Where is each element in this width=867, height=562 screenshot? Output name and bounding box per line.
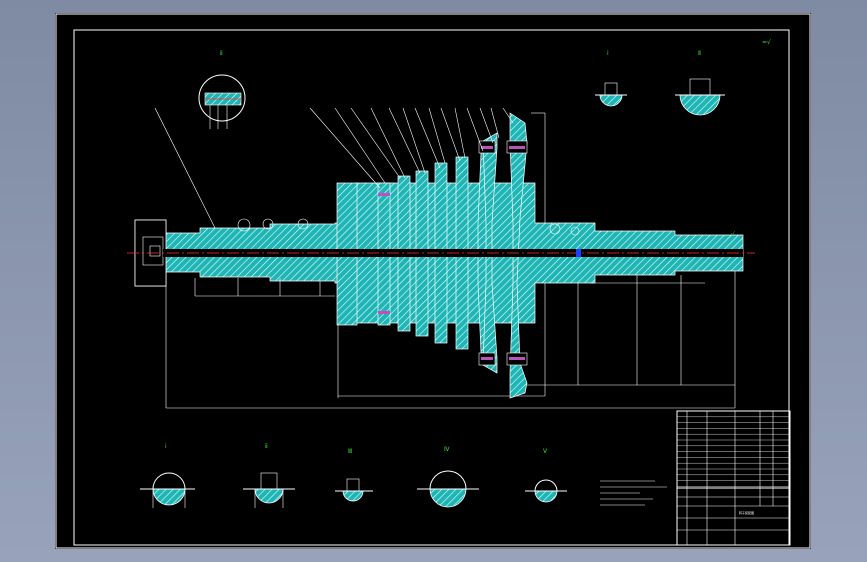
detail-view-top-right-b: Ⅱ: [675, 50, 725, 116]
detail-view-top-right-a: ⅰ: [595, 50, 627, 107]
section-label: Ⅲ: [348, 448, 352, 455]
section-view-4: Ⅳ: [417, 446, 479, 508]
section-view-5: Ⅴ: [525, 448, 567, 503]
section-label: Ⅴ: [543, 448, 548, 455]
detail-label: Ⅱ: [698, 50, 701, 57]
section-view-1: ⅰ: [140, 443, 195, 508]
cad-viewport[interactable]: =√ ⅱ ⅰ Ⅱ: [55, 13, 811, 549]
section-label: Ⅳ: [444, 446, 450, 453]
cad-drawing: =√ ⅱ ⅰ Ⅱ: [55, 13, 811, 549]
section-label: ⅱ: [265, 443, 268, 450]
roughness-symbol: =√: [762, 39, 771, 46]
section-view-3: Ⅲ: [335, 448, 373, 502]
drawing-frame-inner: [73, 29, 790, 546]
detail-view-top-left: ⅱ: [198, 50, 246, 129]
section-label: ⅰ: [165, 443, 167, 450]
part-leader-lines: [154, 107, 514, 229]
shaft-end-symbol: √: [731, 231, 735, 238]
technical-notes: [600, 480, 667, 506]
drawing-frame-outer: [55, 13, 811, 549]
section-view-2: ⅱ: [243, 443, 295, 508]
detail-label: ⅰ: [607, 50, 609, 57]
drawing-title: 转子装配图: [739, 510, 754, 515]
dimension-lines: [165, 112, 736, 409]
rotor-shaft: √: [127, 112, 755, 399]
title-block: 转子装配图: [676, 410, 791, 546]
detail-label: ⅱ: [220, 50, 223, 57]
